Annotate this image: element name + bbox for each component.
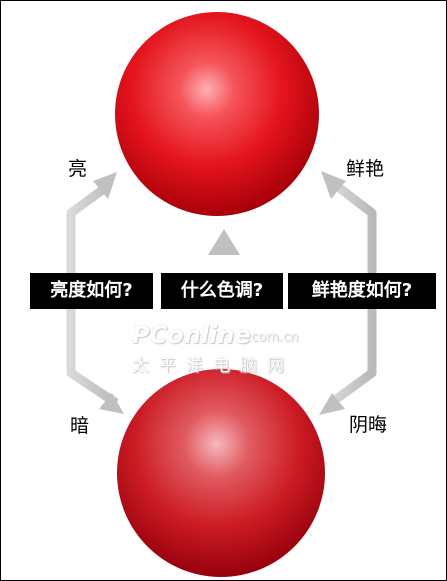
watermark-domain: .com.cn — [247, 330, 299, 345]
arrowhead-dull-icon — [319, 393, 345, 415]
sphere-dull — [117, 369, 325, 577]
label-vivid: 鲜艳 — [346, 158, 385, 180]
label-dark: 暗 — [70, 415, 90, 437]
label-dull: 阴晦 — [349, 414, 388, 436]
question-saturation: 鲜艳度如何? — [288, 273, 436, 309]
arrowhead-vivid-icon — [321, 171, 346, 199]
question-brightness: 亮度如何? — [30, 273, 153, 309]
label-bright: 亮 — [68, 158, 88, 180]
arrowhead-dark-icon — [99, 393, 124, 414]
arrowhead-bright-icon — [93, 172, 117, 199]
arrowhead-hue-icon — [208, 229, 240, 255]
watermark-brand: PConline — [132, 321, 251, 349]
watermark-chinese: 太平洋电脑网 — [132, 356, 294, 376]
question-hue: 什么色调? — [161, 273, 283, 309]
sphere-vivid — [115, 12, 319, 216]
